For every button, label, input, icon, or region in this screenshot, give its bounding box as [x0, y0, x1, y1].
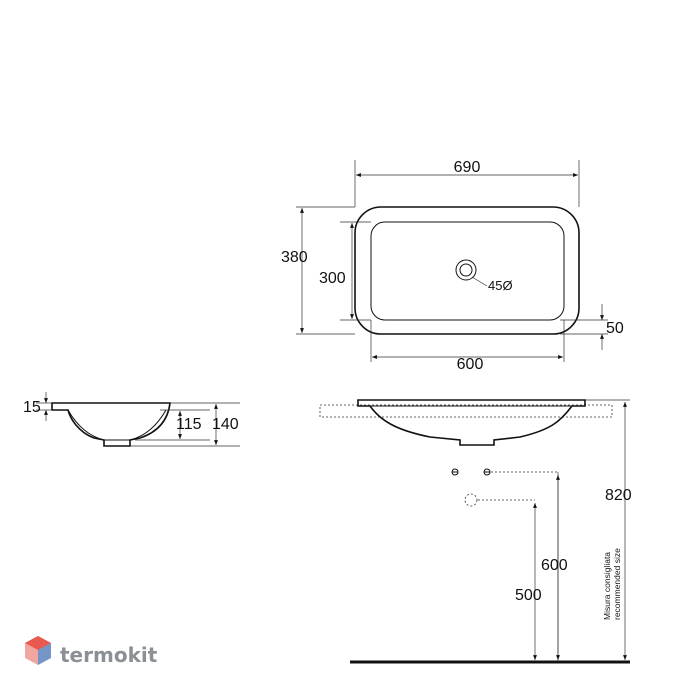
installation-view: 600 500 820 Misura consigliata recommend…	[319, 399, 632, 664]
drain-hole-outer	[455, 259, 477, 281]
recommended-note-it: Misura consigliata	[602, 552, 612, 620]
basin-inner-outline	[370, 221, 565, 321]
basin-section-profile	[51, 402, 171, 447]
drain-diameter-label: 45Ø	[488, 278, 513, 293]
section-view: 15 115 140	[23, 392, 240, 447]
rim-thickness-label: 15	[23, 399, 41, 416]
logo-brand-text: termokit	[60, 643, 158, 667]
section-height-label: 140	[212, 416, 239, 433]
overall-width-label: 690	[454, 159, 481, 176]
upper-supply-height-label: 600	[541, 557, 568, 574]
basin-width-label: 600	[457, 356, 484, 373]
rim-offset-label: 50	[606, 320, 624, 337]
countertop	[319, 404, 613, 418]
rim-height-label: 820	[605, 487, 632, 504]
basin-depth-label: 300	[319, 270, 346, 287]
top-view: 45Ø 690 380 300 600 50	[281, 159, 624, 373]
basin-outer-outline	[354, 206, 580, 335]
recommended-note-en: recommended size	[612, 548, 622, 620]
section-depth-label: 115	[176, 416, 202, 433]
overall-depth-label: 380	[281, 249, 308, 266]
drain-hole-inner	[459, 263, 473, 277]
waste-outlet	[464, 493, 478, 507]
termokit-logo: termokit	[25, 636, 158, 667]
installed-basin	[357, 399, 586, 446]
lower-supply-height-label: 500	[515, 587, 542, 604]
